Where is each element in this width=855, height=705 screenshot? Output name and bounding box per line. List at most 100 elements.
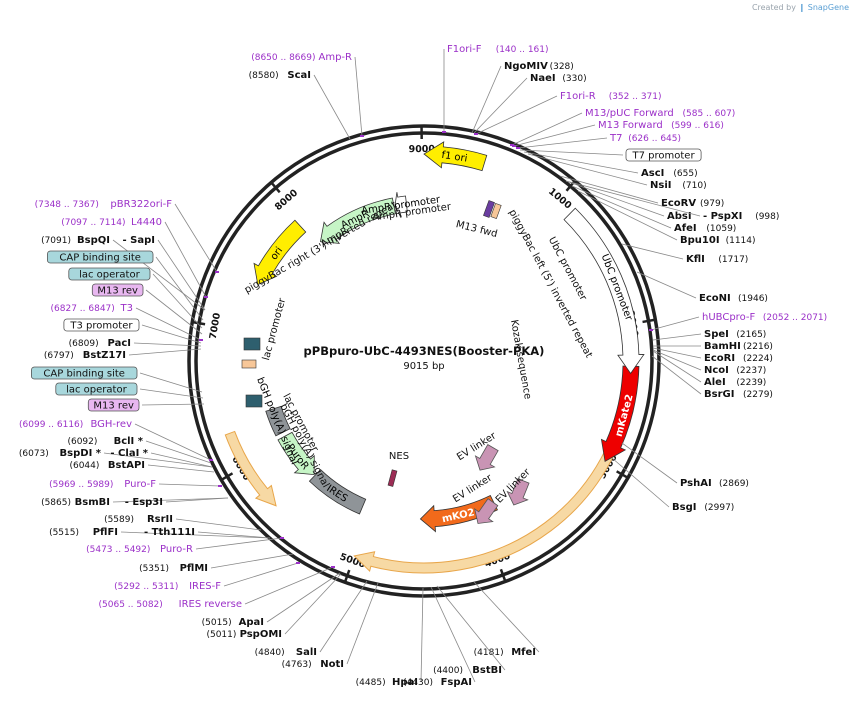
svg-text:M13 rev: M13 rev <box>97 286 138 297</box>
svg-text:(2224): (2224) <box>743 354 773 364</box>
svg-text:(140 .. 161): (140 .. 161) <box>496 45 549 55</box>
svg-text:(7091): (7091) <box>41 236 71 246</box>
svg-text:F1ori-R: F1ori-R <box>560 91 596 102</box>
svg-text:- Esp3I: - Esp3I <box>125 497 163 508</box>
svg-text:(5351): (5351) <box>139 564 169 574</box>
restriction-site-label[interactable]: PacI (6809) <box>69 338 201 349</box>
svg-text:BamHI: BamHI <box>704 341 741 352</box>
tick-label: 7000 <box>208 312 223 340</box>
restriction-site-label[interactable]: PflMI (5351) <box>139 554 293 574</box>
svg-text:NgoMIV: NgoMIV <box>504 61 548 72</box>
restriction-site-label[interactable]: BstAPI(6044) <box>69 460 214 472</box>
selected-region-band <box>354 368 636 573</box>
snapgene-logo-icon: ❙ <box>799 3 806 12</box>
svg-text:EcoNI: EcoNI <box>699 293 731 304</box>
svg-text:BspQI: BspQI <box>77 235 110 246</box>
svg-text:(4430): (4430) <box>403 678 433 688</box>
inner-feature-label: NES <box>389 451 409 462</box>
svg-text:T3: T3 <box>120 303 133 314</box>
svg-text:(6099 .. 6116): (6099 .. 6116) <box>19 420 83 430</box>
svg-text:(6809): (6809) <box>69 339 99 349</box>
svg-text:- ClaI *: - ClaI * <box>110 448 148 459</box>
svg-text:(5473 .. 5492): (5473 .. 5492) <box>86 545 150 555</box>
restriction-site-label[interactable]: SpeI(2165) <box>653 329 766 340</box>
svg-text:(2165): (2165) <box>736 330 766 340</box>
svg-text:(655): (655) <box>673 169 697 179</box>
plasmid-size: 9015 bp <box>403 361 444 372</box>
svg-text:SalI: SalI <box>296 647 317 658</box>
restriction-site-label[interactable]: BstBI(4400) <box>433 586 505 676</box>
svg-text:IRES-F: IRES-F <box>189 581 221 592</box>
svg-text:AfeI: AfeI <box>674 223 697 234</box>
svg-text:BGH-rev: BGH-rev <box>90 419 132 430</box>
primer-label[interactable]: Puro-R(5473 .. 5492) <box>86 538 284 555</box>
svg-text:MfeI: MfeI <box>511 647 536 658</box>
restriction-site-label[interactable]: MfeI(4181) <box>474 582 539 658</box>
primer-label[interactable]: hUBCpro-F(2052 .. 2071) <box>649 312 827 330</box>
svg-text:ScaI: ScaI <box>287 70 311 81</box>
svg-text:M13 rev: M13 rev <box>93 401 134 412</box>
svg-text:M13/pUC Forward: M13/pUC Forward <box>585 108 674 119</box>
restriction-site-label[interactable]: BstZ17I(6797) <box>44 349 201 361</box>
svg-text:KflI: KflI <box>686 254 705 265</box>
svg-text:lac operator: lac operator <box>79 270 140 281</box>
svg-text:(328): (328) <box>550 62 574 72</box>
svg-text:PacI: PacI <box>108 338 131 349</box>
svg-text:(1059): (1059) <box>706 224 736 234</box>
svg-text:(2869): (2869) <box>719 479 749 489</box>
svg-text:(6797): (6797) <box>44 351 74 361</box>
svg-text:BsgI: BsgI <box>672 502 696 513</box>
watermark-prefix: Created by <box>752 3 796 12</box>
svg-text:F1ori-F: F1ori-F <box>447 44 482 55</box>
restriction-site-label[interactable]: ScaI(8580) <box>249 70 350 139</box>
restriction-site-label[interactable]: KflI (1717) <box>622 244 748 265</box>
svg-text:PflMI: PflMI <box>180 563 208 574</box>
inner-feature-mark <box>242 360 256 368</box>
svg-text:AscI: AscI <box>641 168 664 179</box>
primer-label[interactable]: Amp-R(8650 .. 8669) <box>251 52 364 136</box>
svg-text:NaeI: NaeI <box>530 73 556 84</box>
svg-text:- SapI: - SapI <box>123 235 155 246</box>
svg-text:(998): (998) <box>755 212 779 222</box>
inner-feature-label: piggyBac right (3') inverted repeat <box>243 200 399 296</box>
svg-text:(6073): (6073) <box>19 449 49 459</box>
svg-text:(2239): (2239) <box>736 378 766 388</box>
svg-text:(6044): (6044) <box>69 461 99 471</box>
svg-text:(352 .. 371): (352 .. 371) <box>609 92 662 102</box>
svg-text:(7348 .. 7367): (7348 .. 7367) <box>35 200 99 210</box>
svg-text:BsmBI: BsmBI <box>75 497 110 508</box>
primer-label[interactable]: T7(626 .. 645) <box>516 133 681 148</box>
feature-tag[interactable]: M13 rev <box>88 399 204 412</box>
restriction-site-label[interactable]: - Esp3I <box>125 497 228 508</box>
svg-text:(8650 .. 8669): (8650 .. 8669) <box>251 53 315 63</box>
nes-mark[interactable] <box>388 470 397 487</box>
restriction-site-label[interactable]: BamHI(2216) <box>653 341 773 352</box>
primer-label[interactable]: F1ori-F (140 .. 161) <box>442 44 549 132</box>
restriction-site-label[interactable]: HpaI(4485) <box>356 588 423 688</box>
svg-text:(5589): (5589) <box>104 515 134 525</box>
svg-text:RsrII: RsrII <box>147 514 173 525</box>
svg-text:(4840): (4840) <box>255 648 285 658</box>
svg-text:lac operator: lac operator <box>66 385 127 396</box>
restriction-site-label[interactable]: EcoNI(1946) <box>637 272 768 304</box>
restriction-site-label[interactable]: NgoMIV(328) <box>472 61 574 133</box>
restriction-site-label[interactable]: BsgI(2997) <box>612 458 734 513</box>
svg-text:(2216): (2216) <box>743 342 773 352</box>
restriction-site-label[interactable]: NaeI(330) <box>474 73 587 133</box>
primer-label[interactable]: Puro-F(5969 .. 5989) <box>49 479 222 490</box>
svg-text:- PspXI: - PspXI <box>703 211 742 222</box>
inner-feature-label: lac promoter <box>261 296 288 362</box>
plasmid-name: pPBpuro-UbC-4493NES(Booster-PKA) <box>304 344 545 358</box>
svg-text:IRES reverse: IRES reverse <box>179 599 242 610</box>
svg-text:FspAI: FspAI <box>441 677 472 688</box>
svg-text:EcoRI: EcoRI <box>704 353 735 364</box>
svg-text:- Tth111I: - Tth111I <box>144 527 195 538</box>
svg-text:(1717): (1717) <box>718 255 748 265</box>
svg-text:L4440: L4440 <box>131 217 162 228</box>
svg-text:BspDI *: BspDI * <box>60 448 102 459</box>
svg-text:M13 Forward: M13 Forward <box>598 120 663 131</box>
svg-text:(5015): (5015) <box>202 618 232 628</box>
svg-text:(2279): (2279) <box>743 390 773 400</box>
